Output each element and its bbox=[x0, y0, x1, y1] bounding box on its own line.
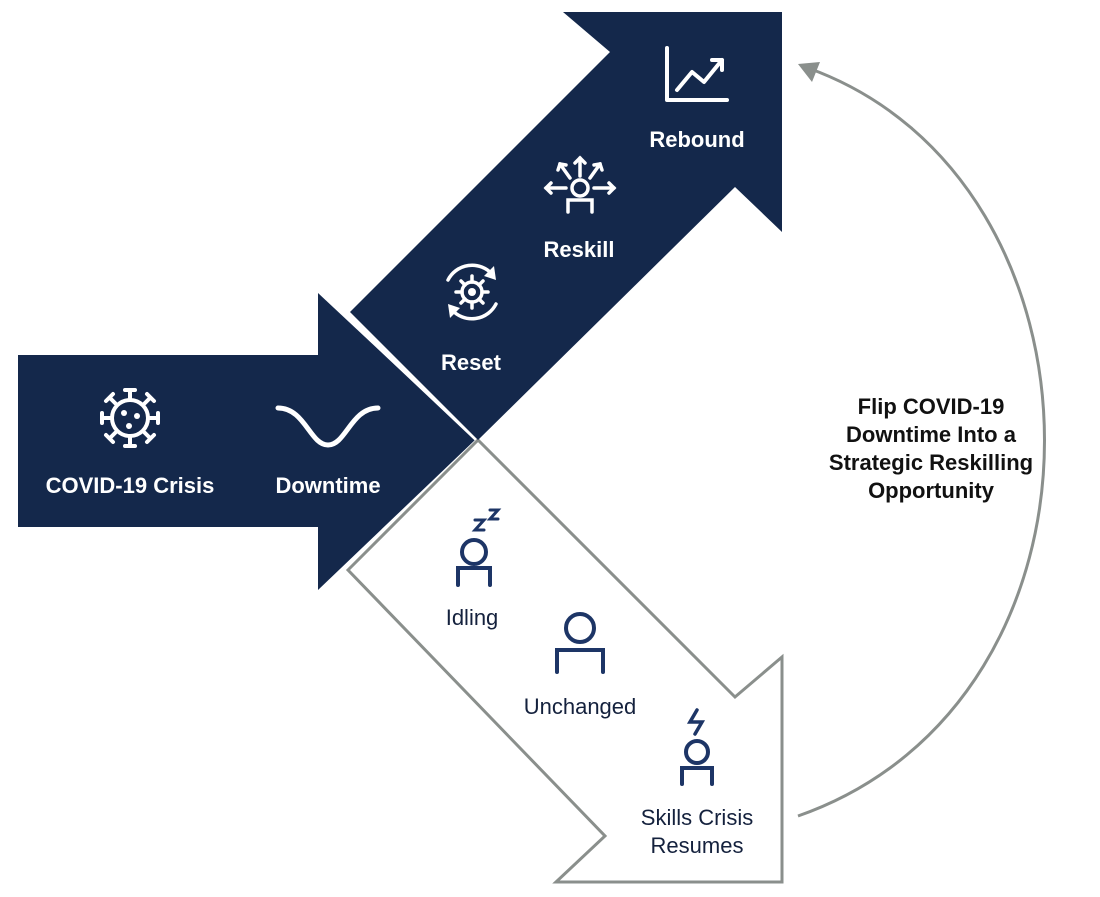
sleeping-person-icon bbox=[456, 508, 502, 587]
person-arrows-icon bbox=[543, 155, 617, 214]
virus-icon bbox=[100, 388, 160, 448]
decline-arrow bbox=[345, 437, 784, 884]
crisis-arrow bbox=[18, 293, 475, 590]
return-arrowhead bbox=[798, 62, 820, 82]
callout-line: Downtime Into a bbox=[846, 422, 1017, 447]
reset-label: Reset bbox=[441, 350, 502, 375]
gear-cycle-icon bbox=[446, 263, 498, 321]
rebound-arrow bbox=[350, 12, 782, 440]
rebound-label: Rebound bbox=[649, 127, 744, 152]
callout-line: Strategic Reskilling bbox=[829, 450, 1033, 475]
skills-crisis-label: Skills Crisis bbox=[641, 805, 753, 830]
decline-seam bbox=[475, 439, 479, 443]
dip-curve-icon bbox=[275, 405, 381, 448]
unchanged-label: Unchanged bbox=[524, 694, 637, 719]
downtime-label: Downtime bbox=[275, 473, 380, 498]
callout-line: Flip COVID-19 bbox=[858, 394, 1005, 419]
callout-line: Opportunity bbox=[868, 478, 995, 503]
rising-chart-icon bbox=[665, 46, 729, 102]
lightning-person-icon bbox=[680, 708, 714, 786]
idling-label: Idling bbox=[446, 605, 499, 630]
reskill-label: Reskill bbox=[544, 237, 615, 262]
arrow-seam bbox=[344, 315, 477, 441]
flip-return-arrow bbox=[797, 66, 1046, 818]
crisis-label: COVID-19 Crisis bbox=[46, 473, 215, 498]
callout-text: Flip COVID-19 Downtime Into a Strategic … bbox=[829, 394, 1033, 503]
person-icon bbox=[555, 612, 605, 674]
resumes-label: Resumes bbox=[651, 833, 744, 858]
